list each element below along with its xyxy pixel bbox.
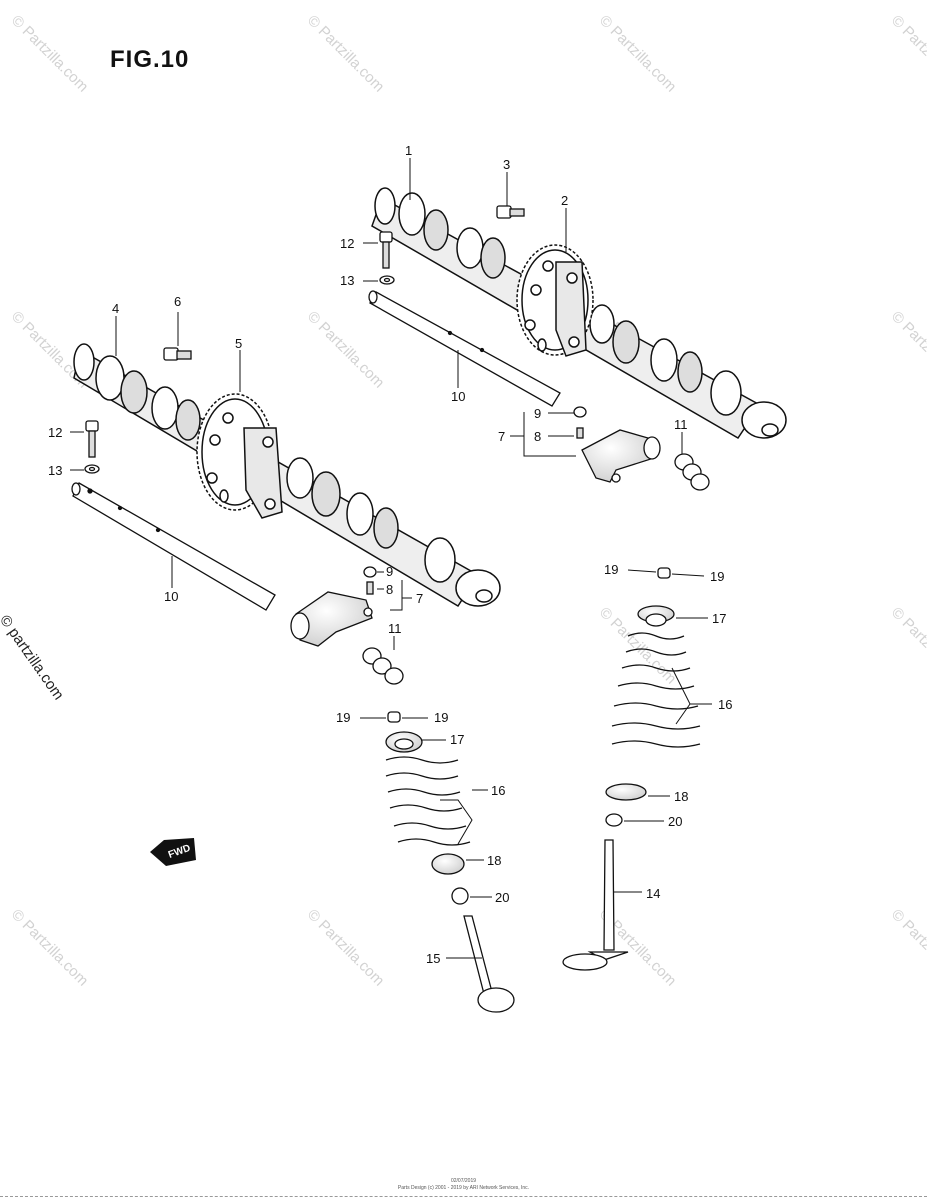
rocker-arm-lower: [290, 566, 377, 647]
washer-13-upper: [379, 275, 395, 285]
footer-code: 02/07/2019: [450, 1178, 477, 1184]
valve-assembly-right: [562, 567, 701, 971]
bolt-3: [496, 205, 525, 219]
callout-12-upper: 12: [340, 236, 354, 251]
callout-8-upper: 8: [534, 429, 541, 444]
rocker-arm-upper: [573, 406, 661, 483]
callout-2: 2: [561, 193, 568, 208]
sprocket-lower: [196, 393, 283, 519]
seal-20-left: [451, 887, 469, 905]
seal-20-right: [605, 813, 623, 827]
callout-1: 1: [405, 143, 412, 158]
nut-9-upper: [573, 406, 587, 418]
callout-6: 6: [174, 294, 181, 309]
callout-19-a: 19: [604, 562, 618, 577]
callout-9-upper: 9: [534, 406, 541, 421]
bolt-6: [163, 347, 192, 361]
nut-9-lower: [363, 566, 377, 578]
figure-title: FIG.10: [110, 46, 190, 73]
callout-11-lower: 11: [388, 621, 402, 636]
callout-17-right: 17: [712, 611, 726, 626]
callout-17-left: 17: [450, 732, 464, 747]
callout-16-right: 16: [718, 697, 732, 712]
bolt-12-lower: [85, 420, 99, 458]
valve-assembly-left: [385, 711, 515, 1013]
camshaft-lower: [73, 343, 501, 608]
callout-20-left: 20: [495, 890, 509, 905]
callout-4: 4: [112, 301, 119, 316]
valve-15-stem: [463, 915, 493, 995]
fwd-arrow-icon: FWD: [150, 838, 196, 866]
spring-16-left: [385, 756, 471, 846]
screw-8-lower: [366, 581, 374, 595]
rocker-shaft-lower: [71, 482, 276, 611]
callout-8-lower: 8: [386, 582, 393, 597]
callout-15: 15: [426, 951, 440, 966]
spring-11-upper: [674, 453, 710, 491]
callout-12-lower: 12: [48, 425, 62, 440]
bottom-divider: [0, 1196, 927, 1197]
callout-19-b: 19: [710, 569, 724, 584]
callout-3: 3: [503, 157, 510, 172]
callout-16-left: 16: [491, 783, 505, 798]
valve-14-stem: [603, 839, 615, 951]
callout-19-c: 19: [336, 710, 350, 725]
screw-8-upper: [576, 427, 584, 439]
cotter-19-left: [387, 711, 401, 723]
sprocket-upper: [516, 244, 594, 357]
washer-13-lower: [84, 464, 100, 474]
footer-copyright: Parts Design (c) 2001 - 2019 by ARI Netw…: [397, 1185, 530, 1191]
cotter-19-right: [657, 567, 671, 579]
callout-20-right: 20: [668, 814, 682, 829]
callout-5: 5: [235, 336, 242, 351]
callout-18-left: 18: [487, 853, 501, 868]
bolt-12-upper: [379, 231, 393, 269]
callout-labels: 1 2 3 4 5 6 12 13 10 9 8 7 11 12 13 10 9…: [48, 143, 732, 966]
leader-lines: [70, 158, 712, 959]
callout-13-upper: 13: [340, 273, 354, 288]
callout-14: 14: [646, 886, 660, 901]
seat-18-right: [605, 783, 647, 801]
callout-18-right: 18: [674, 789, 688, 804]
spring-16-right: [611, 632, 701, 748]
callout-10-upper: 10: [451, 389, 465, 404]
callout-13-lower: 13: [48, 463, 62, 478]
callout-7-upper: 7: [498, 429, 505, 444]
rocker-shaft-upper: [368, 290, 561, 407]
callout-19-d: 19: [434, 710, 448, 725]
callout-11-upper: 11: [674, 417, 688, 432]
seat-18-left: [431, 853, 465, 875]
callout-10-lower: 10: [164, 589, 178, 604]
callout-7-lower: 7: [416, 591, 423, 606]
spring-11-lower: [362, 647, 404, 685]
callout-9-lower: 9: [386, 564, 393, 579]
